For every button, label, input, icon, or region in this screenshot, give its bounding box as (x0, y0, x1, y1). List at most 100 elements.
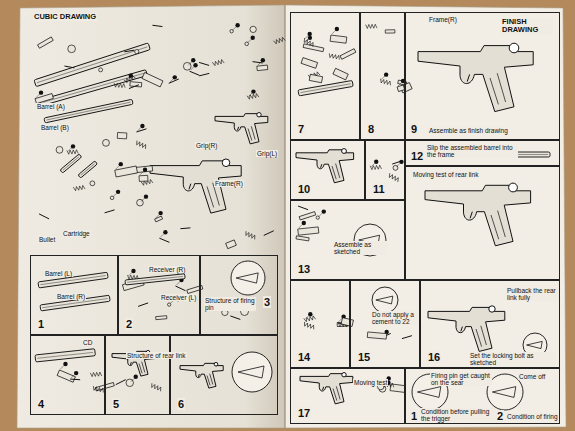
step-number: 7 (297, 123, 305, 135)
pistol-outline (425, 185, 531, 246)
part-name: Bullet (38, 236, 56, 243)
toggle-knob (342, 149, 347, 154)
callout-dot (261, 58, 265, 62)
part-name: Grip(R) (195, 142, 218, 149)
leader-line (170, 79, 174, 83)
pin (138, 303, 148, 307)
spring (273, 37, 285, 45)
leader-line (137, 127, 141, 131)
callout-dot (39, 90, 43, 94)
step-caption: Set the locking bolt as sketched (469, 352, 556, 366)
small-part (156, 316, 167, 320)
pin (169, 79, 179, 83)
callout-dot (116, 190, 120, 194)
barrel-outline (60, 154, 82, 173)
step-panel: 14 (290, 280, 350, 368)
part-name: CD (82, 339, 93, 346)
step-panel: 10 (290, 140, 365, 200)
step-caption: Moving test (353, 379, 388, 386)
leader-line (396, 163, 400, 167)
part-name: Receiver (R) (148, 266, 186, 273)
leader-line (381, 76, 385, 80)
left-page (17, 5, 285, 428)
pistol-drawing (428, 306, 505, 352)
grip-line (332, 164, 340, 180)
pin (402, 336, 412, 339)
small-part (142, 72, 163, 86)
step-panel: 12Slip the assembled barrel into the fra… (405, 140, 560, 166)
small-part (135, 50, 139, 54)
callout-dot (191, 58, 195, 62)
spring (303, 322, 315, 329)
callout-dot (173, 75, 177, 79)
callout-dot (235, 23, 239, 27)
step-number: 8 (367, 123, 375, 135)
barrel-part (298, 80, 353, 95)
small-part (299, 212, 316, 220)
barrel-bore (43, 73, 145, 102)
step-number: 16 (427, 351, 441, 363)
step-number: 17 (297, 407, 311, 419)
step-panel: Firing pin get caught on the searCome of… (405, 368, 560, 424)
step-caption: Condition before pulling the trigger (420, 408, 496, 422)
leader-line (126, 77, 130, 81)
detail-part (527, 341, 543, 348)
leader-line (332, 31, 336, 34)
pin (64, 66, 74, 68)
callout-dot (308, 312, 312, 316)
pin (253, 62, 263, 63)
small-part (103, 139, 110, 146)
part-name: Structure of rear link (126, 352, 187, 359)
step-caption: Assemble as finish drawing (428, 127, 509, 134)
small-part (38, 37, 54, 48)
barrel-part (125, 274, 185, 285)
pistol-drawing (180, 362, 223, 388)
barrel-bore (300, 84, 350, 93)
step-panel: 8 (360, 12, 405, 140)
pistol-drawing (425, 183, 531, 246)
callout-dot (308, 36, 312, 40)
callout-dot (63, 362, 67, 366)
step-number: 15 (357, 351, 371, 363)
pin (116, 380, 126, 385)
grip-line (491, 211, 505, 240)
detail-circle (372, 287, 398, 313)
barrel-part (34, 43, 150, 87)
step-number: 12 (410, 150, 424, 162)
step-number: 2 (496, 410, 504, 422)
callout-dot (134, 375, 138, 379)
small-part (183, 62, 191, 70)
step-number: 6 (177, 398, 185, 410)
spring (92, 386, 104, 392)
small-part (298, 227, 319, 235)
part-name: Barrel (R) (56, 293, 86, 300)
leader-line (116, 166, 120, 170)
spring (304, 315, 316, 322)
leader-line (140, 171, 144, 175)
barrel-outline (34, 43, 150, 87)
detail-part (492, 387, 515, 398)
callout-dot (307, 32, 311, 36)
pistol-outline (180, 363, 223, 388)
grip-line (490, 73, 506, 104)
barrel-part (60, 154, 82, 173)
trigger (189, 184, 191, 190)
pistol-outline (300, 374, 353, 404)
step-caption: Moving test of rear link (412, 171, 479, 178)
step-caption: Slip the assembled barrel into the frame (426, 144, 518, 158)
spring (212, 59, 224, 66)
step-number: 1 (37, 318, 45, 330)
barrel-bore (81, 164, 95, 176)
pin (199, 73, 209, 76)
small-part (90, 181, 95, 186)
small-part (309, 74, 322, 82)
callout-dot (322, 209, 326, 213)
barrel-outline (35, 349, 95, 362)
spring (303, 38, 315, 47)
barrel-outline (78, 161, 97, 178)
toggle-knob (509, 183, 518, 192)
part-name: Receiver (L) (160, 294, 197, 301)
step-caption: FINISH DRAWING (501, 18, 553, 35)
spring (328, 53, 340, 59)
step-panel: 13Assemble as sketched (290, 200, 405, 280)
